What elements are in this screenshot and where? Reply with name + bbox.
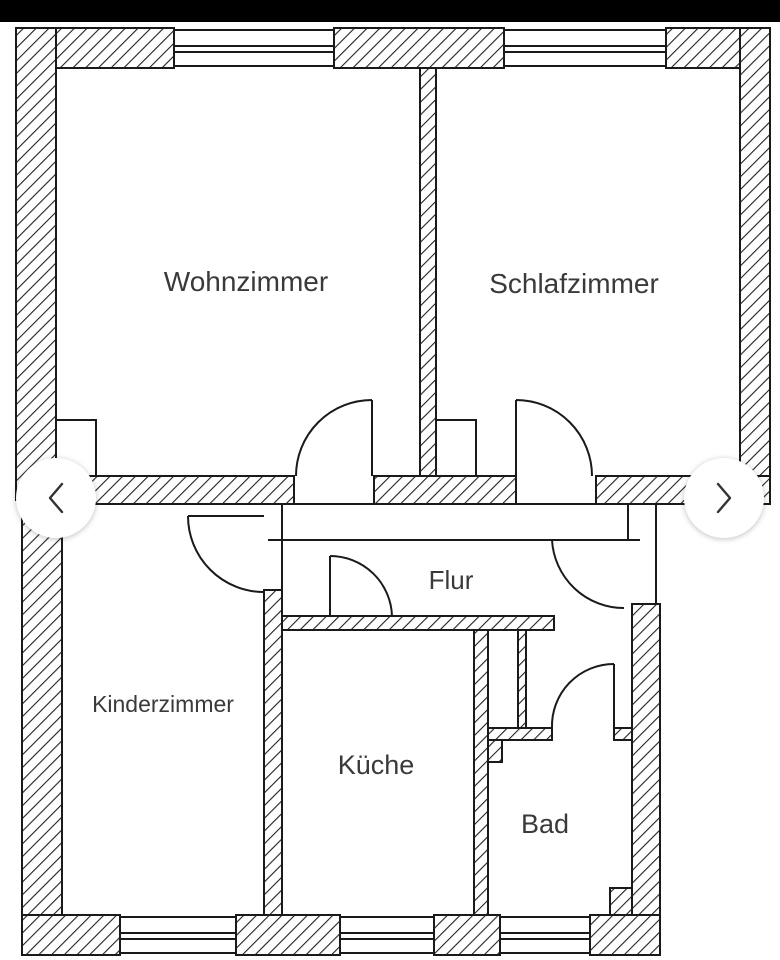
room-label-wohnzimmer: Wohnzimmer <box>164 266 328 297</box>
windows <box>119 29 667 954</box>
doors <box>187 399 632 729</box>
top-status-bar <box>0 0 780 22</box>
inner-lines <box>55 419 657 729</box>
chevron-right-icon <box>712 480 736 516</box>
room-label-schlafzimmer: Schlafzimmer <box>489 268 659 299</box>
walls <box>15 27 771 956</box>
room-label-kueche: Küche <box>338 750 415 780</box>
carousel-next-button[interactable] <box>684 458 764 538</box>
room-label-kinderzimmer: Kinderzimmer <box>92 691 234 717</box>
chevron-left-icon <box>44 480 68 516</box>
room-label-bad: Bad <box>521 809 569 839</box>
room-label-flur: Flur <box>429 565 474 595</box>
carousel-prev-button[interactable] <box>16 458 96 538</box>
